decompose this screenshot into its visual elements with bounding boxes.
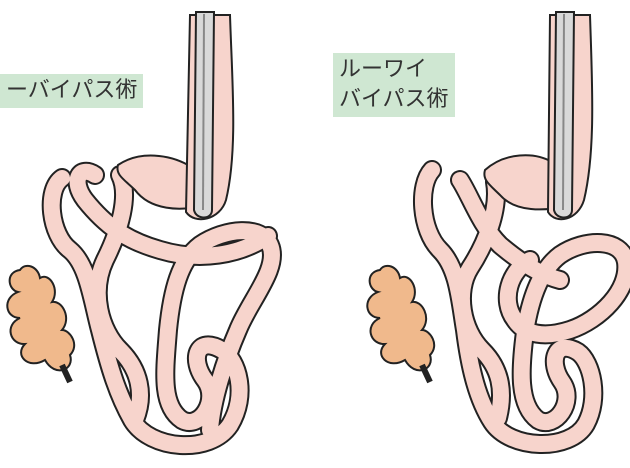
left-colon bbox=[7, 266, 74, 371]
right-small-intestine bbox=[423, 170, 626, 444]
right-colon bbox=[367, 266, 434, 371]
right-procedure-label: ルーワイ バイパス術 bbox=[333, 53, 455, 117]
left-procedure-label: ーバイパス術 bbox=[0, 74, 143, 108]
